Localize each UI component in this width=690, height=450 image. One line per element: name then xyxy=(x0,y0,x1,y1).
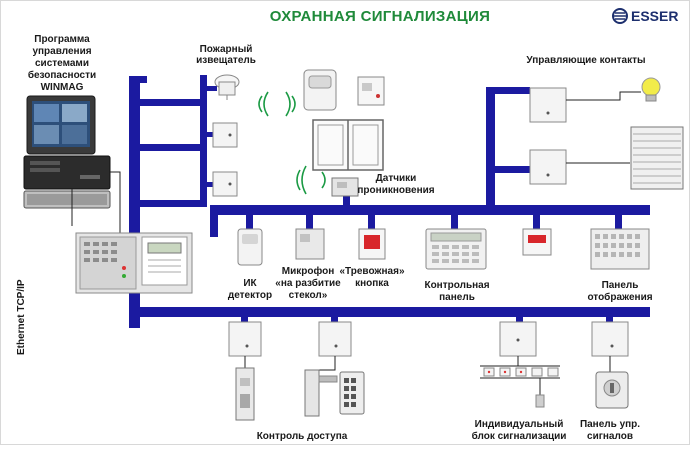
esser-logo: ESSER xyxy=(612,8,678,24)
individual-unit-label-2: блок сигнализации xyxy=(472,430,567,442)
door-lock-icon xyxy=(235,367,255,421)
bus-drop-signal xyxy=(606,307,613,322)
glass-break-label-2: «на разбитие xyxy=(275,277,341,289)
winmag-text-block: Программа управления системами безопасно… xyxy=(28,34,96,93)
individual-unit-label-1: Индивидуальный xyxy=(475,419,564,430)
bus-fire-dev-2 xyxy=(207,132,217,137)
bus-drop-individual xyxy=(516,307,523,322)
software-line-3: системами xyxy=(35,58,89,69)
door-handle-icon xyxy=(304,369,338,417)
bus-middle-left-drop xyxy=(210,205,218,237)
panic-button-label-2: кнопка xyxy=(355,278,389,289)
central-control-unit xyxy=(75,232,193,294)
key-switch-icon xyxy=(595,371,629,409)
bus-right-top xyxy=(486,87,530,94)
bus-stub-top xyxy=(129,76,147,83)
bus-drop-access-2 xyxy=(331,307,338,322)
bus-fire-dev-3 xyxy=(207,182,217,187)
ir-detector xyxy=(237,228,263,266)
bus-fire-branch-1 xyxy=(140,99,202,106)
fire-module-1 xyxy=(212,122,238,148)
bus-drop-panic xyxy=(368,215,375,229)
fire-detector-label-2: извещатель xyxy=(196,55,256,66)
bus-drop-display xyxy=(615,215,622,229)
fire-detector-label-1: Пожарный xyxy=(200,44,253,55)
access-module-1 xyxy=(228,321,262,357)
handle-wire xyxy=(314,356,336,371)
computer-cable-2 xyxy=(110,171,121,234)
software-line-1: Программа xyxy=(34,34,90,45)
diagram-title: ОХРАННАЯ СИГНАЛИЗАЦИЯ xyxy=(270,8,490,25)
lamp-icon xyxy=(641,77,661,102)
bus-bottom-horizontal xyxy=(129,307,650,317)
bus-right-vertical xyxy=(486,87,495,209)
intrusion-sensors-label-2: проникновения xyxy=(357,185,434,196)
control-panel-label-2: панель xyxy=(439,292,475,303)
wireless-waves-bottom xyxy=(296,165,326,195)
bus-main-vertical xyxy=(129,76,140,328)
individual-sensor-strip xyxy=(483,367,559,408)
bus-fire-vertical xyxy=(200,75,207,207)
access-control-label: Контроль доступа xyxy=(257,431,348,442)
access-module-2 xyxy=(318,321,352,357)
software-line-2: управления xyxy=(32,46,91,57)
bus-right-mid xyxy=(495,166,530,173)
system-unit xyxy=(23,155,111,190)
bus-drop-access-1 xyxy=(241,307,248,322)
bus-fire-branch-3 xyxy=(140,200,202,207)
smoke-detector xyxy=(214,74,240,100)
fire-module-2 xyxy=(212,171,238,197)
control-panel-label-1: Контрольная xyxy=(424,280,489,291)
glass-break-microphone xyxy=(295,228,325,260)
ir-detector-label-2: детектор xyxy=(228,290,272,301)
control-keypad xyxy=(425,228,487,270)
computer-workstation xyxy=(23,95,111,209)
wireless-receiver xyxy=(331,177,359,197)
software-line-4: безопасности xyxy=(28,69,96,81)
panic-button-label-1: «Тревожная» xyxy=(339,266,404,277)
glass-break-label-3: стекол» xyxy=(289,290,328,301)
intrusion-sensors-label-1: Датчики xyxy=(376,173,417,184)
signal-panel-label-1: Панель упр. xyxy=(580,419,640,430)
manual-call-point xyxy=(522,228,552,256)
brand-name: ESSER xyxy=(631,8,678,24)
lamp-wire xyxy=(566,91,641,101)
bus-drop-glass xyxy=(306,215,313,229)
bus-drop-keypad xyxy=(451,215,458,229)
control-contacts-label: Управляющие контакты xyxy=(526,55,645,66)
software-line-5: WINMAG xyxy=(41,82,84,93)
roller-shutter-icon xyxy=(630,126,684,190)
bus-drop-button xyxy=(533,215,540,229)
access-keypad-icon xyxy=(339,371,365,415)
signal-module xyxy=(591,321,629,357)
contact-module-1 xyxy=(529,87,567,123)
display-panel-label-2: отображения xyxy=(587,291,652,303)
bus-fire-dev-1 xyxy=(207,86,217,91)
panic-button xyxy=(358,228,386,260)
glass-break-label-1: Микрофон xyxy=(282,265,334,277)
wireless-waves-top xyxy=(258,91,296,117)
ethernet-label: Ethernet TCP/IP xyxy=(16,279,27,355)
ir-detector-label-1: ИК xyxy=(243,278,257,289)
signal-panel-label-2: сигналов xyxy=(587,431,633,442)
bus-drop-ir xyxy=(246,215,253,229)
bus-middle-horizontal xyxy=(210,205,650,215)
bus-lines xyxy=(129,75,650,328)
bus-drop-sensors xyxy=(343,195,350,207)
display-panel-label-1: Панель xyxy=(602,280,639,291)
door-sensor xyxy=(357,76,385,106)
contact-module-2 xyxy=(529,149,567,185)
bus-fire-branch-2 xyxy=(140,144,202,151)
display-panel xyxy=(590,228,650,270)
motion-sensor xyxy=(303,69,337,111)
window-frame xyxy=(312,119,384,171)
